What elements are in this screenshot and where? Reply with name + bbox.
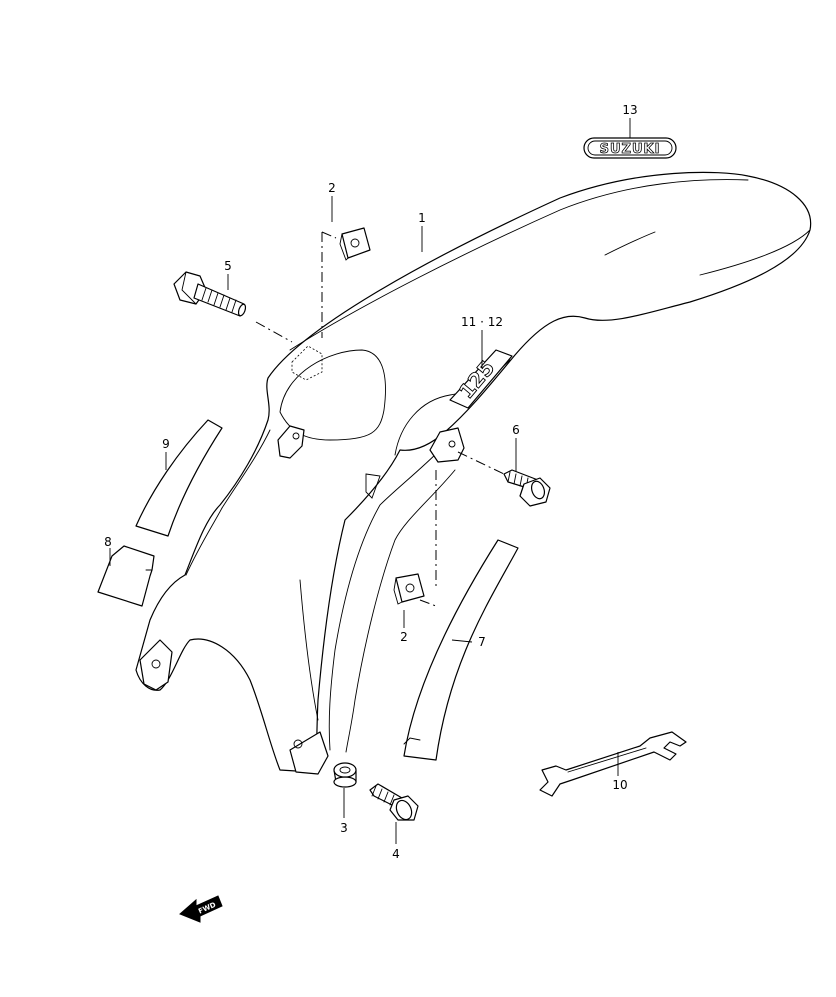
callout-10: 10 [612,778,627,792]
callout-2-top: 2 [328,181,336,195]
suzuki-emblem: SUZUKI [583,137,677,159]
callout-3: 3 [340,821,348,835]
clip-nut-top [339,227,371,261]
bolt-6 [503,469,551,507]
callout-5: 5 [224,259,232,273]
fwd-arrow-text: FWD [197,901,217,916]
callout-7: 7 [478,635,486,649]
callout-11-12: 11 · 12 [461,315,503,329]
mud-flap-strip [403,539,519,761]
pad [97,545,155,607]
fwd-arrow: FWD [179,895,223,923]
callout-2-bottom: 2 [400,630,408,644]
callout-labels: 13 1 2 5 11 · 12 6 9 8 2 7 10 3 4 [104,103,637,861]
leader-lines [109,118,631,844]
callout-4: 4 [392,847,400,861]
spanner-tool [539,731,687,797]
callout-13: 13 [622,103,637,117]
callout-6: 6 [512,423,520,437]
collar [333,762,357,788]
assembly-lines [255,231,505,607]
seal-strip [135,419,223,537]
clip-nut-bottom [393,573,425,605]
flange-bolt [369,783,419,821]
emblem-text: SUZUKI [600,142,661,157]
callout-1: 1 [418,211,426,225]
callout-9: 9 [162,437,170,451]
callout-8: 8 [104,535,112,549]
long-bolt [173,271,247,317]
rear-fender [135,171,812,775]
